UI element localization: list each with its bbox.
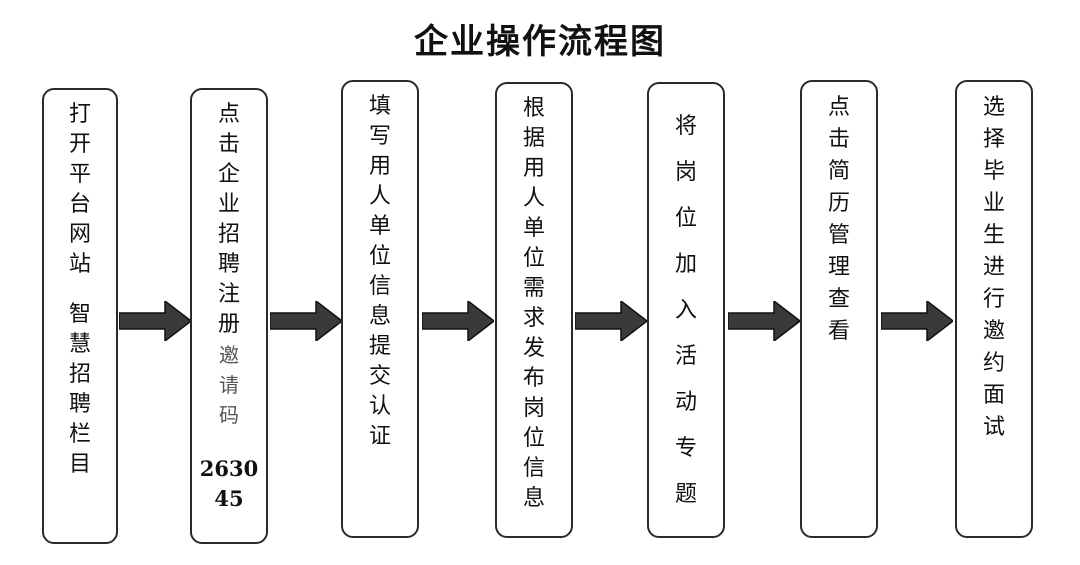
step-2-box: 点击企业招聘注册 邀请码 263045 <box>190 88 268 544</box>
step-1-subtext: 智慧招聘栏目 <box>68 302 91 477</box>
step-3-text: 填写用人单位信息提交认证 <box>368 94 391 449</box>
step-7-box: 选择毕业生进行邀约面试 <box>955 80 1033 538</box>
step-6-text: 点击简历管理查看 <box>827 95 850 344</box>
step-4-text: 根据用人单位需求发布岗位信息 <box>522 96 545 511</box>
step-5-box: 将岗位加入活动专题 <box>647 82 725 538</box>
arrow-right-icon <box>728 301 800 341</box>
arrow-right-icon <box>422 301 494 341</box>
diagram-title: 企业操作流程图 <box>414 22 666 62</box>
arrow-right-icon <box>881 301 953 341</box>
step-6-box: 点击简历管理查看 <box>800 80 878 538</box>
step-4-box: 根据用人单位需求发布岗位信息 <box>495 82 573 538</box>
step-3-box: 填写用人单位信息提交认证 <box>341 80 419 538</box>
step-2-text: 点击企业招聘注册 <box>217 102 240 337</box>
arrow-right-icon <box>119 301 191 341</box>
step-5-text: 将岗位加入活动专题 <box>674 114 697 507</box>
step-2-invite-label: 邀请码 <box>219 343 239 427</box>
step-1-box: 打开平台网站 智慧招聘栏目 <box>42 88 118 544</box>
step-7-text: 选择毕业生进行邀约面试 <box>982 95 1005 440</box>
arrow-right-icon <box>575 301 647 341</box>
step-2-invite-code: 263045 <box>199 456 259 511</box>
arrow-right-icon <box>270 301 342 341</box>
step-1-text: 打开平台网站 <box>68 102 91 277</box>
